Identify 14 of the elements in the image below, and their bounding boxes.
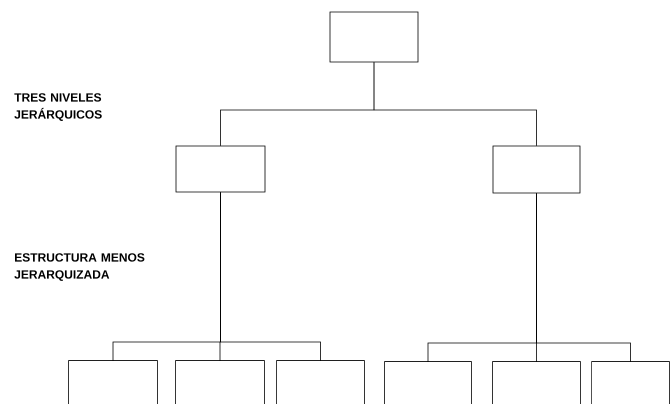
connector [220, 192, 321, 361]
org-box [384, 361, 472, 404]
org-box [492, 361, 581, 404]
level-note: ESTRUCTURA MENOS JERARQUIZADA [14, 253, 144, 281]
org-box [175, 360, 265, 404]
org-box [330, 12, 418, 62]
org-box [176, 146, 266, 192]
org-box [276, 360, 365, 404]
connector [374, 62, 537, 146]
org-box [68, 360, 158, 404]
connector [536, 192, 631, 362]
org-box [591, 361, 670, 404]
org-box [492, 146, 580, 194]
level-note: TRES NIVELES JERÁRQUICOS [14, 93, 102, 121]
